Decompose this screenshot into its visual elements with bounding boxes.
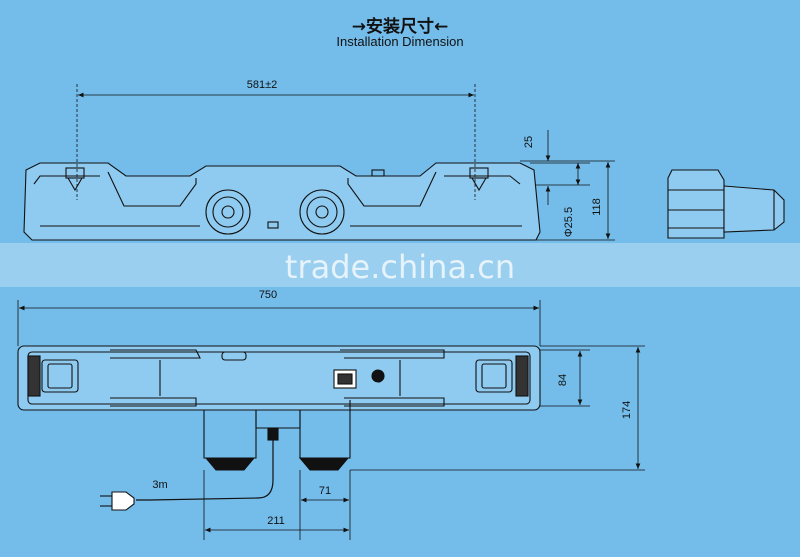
end-view [667,169,785,239]
dim-foot-width: 71 [319,485,331,497]
dim-height: 118 [591,198,603,216]
dim-length: 750 [259,289,277,301]
side-view-body [23,162,541,241]
dim-cord-length: 3m [152,479,167,491]
title-chinese: →安装尺寸← [351,17,449,37]
plan-view-dimensions [17,300,645,540]
dim-cap-height: 25 [523,136,535,148]
title-english: Installation Dimension [336,34,464,49]
watermark-band [0,243,800,287]
dim-foot-span: 211 [267,515,285,527]
dim-total-depth: 174 [621,401,633,419]
dim-diameter: Φ25.5 [563,207,575,237]
plan-view-body [17,345,541,411]
dim-depth: 84 [557,374,569,386]
dim-hole-spacing: 581±2 [247,79,278,91]
side-view [23,162,541,241]
side-view-dimensions [76,84,615,241]
plan-view [17,345,541,511]
watermark: trade.china.cn [284,248,516,286]
